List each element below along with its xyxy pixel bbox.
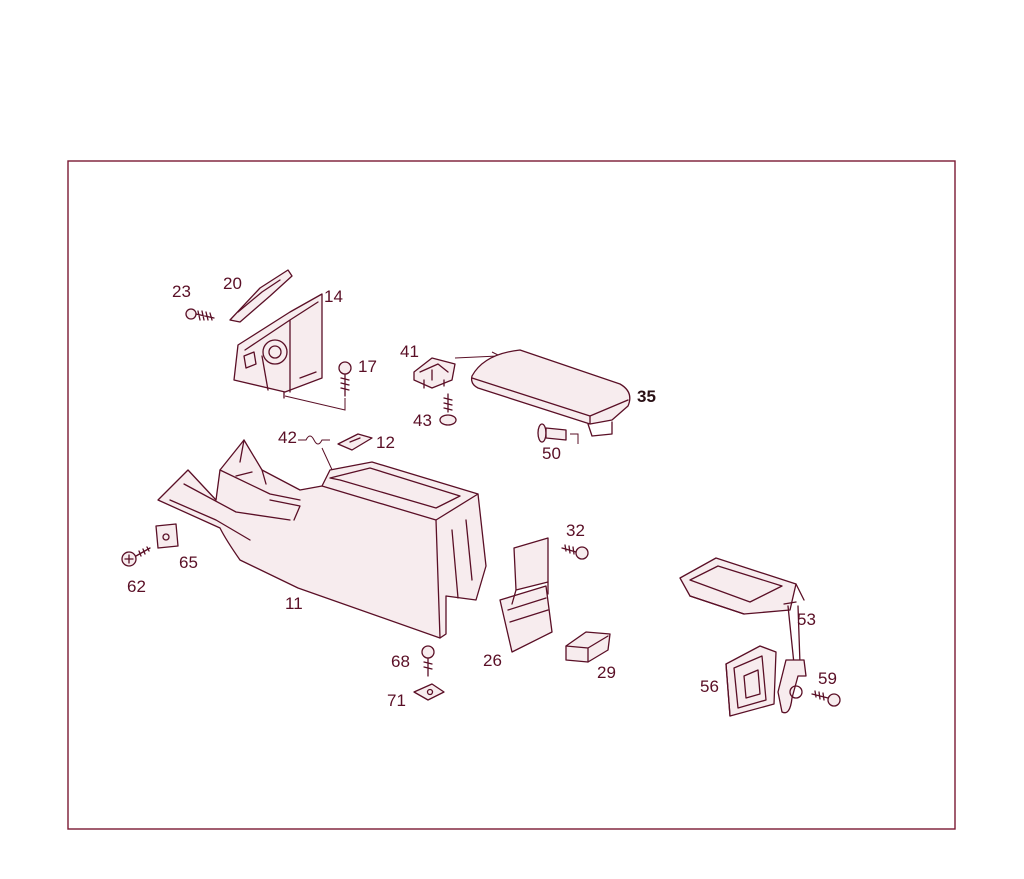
label-71: 71: [387, 691, 406, 710]
armrest-lid-35: [470, 349, 631, 437]
label-65: 65: [179, 553, 198, 572]
label-50: 50: [542, 444, 561, 463]
leader-42: [298, 435, 335, 475]
hook: [777, 659, 807, 714]
label-17: 17: [358, 357, 377, 376]
screw-59: [811, 690, 841, 707]
label-14: 14: [324, 287, 343, 306]
screw-32: [561, 544, 589, 560]
label-35: 35: [637, 387, 656, 406]
clip-nut-71: [413, 683, 445, 701]
label-26: 26: [483, 651, 502, 670]
label-43: 43: [413, 411, 432, 430]
label-23: 23: [172, 282, 191, 301]
label-42: 42: [278, 428, 297, 447]
bolt-50: [537, 423, 579, 444]
label-20: 20: [223, 274, 242, 293]
tray-53: [679, 557, 805, 665]
label-56: 56: [700, 677, 719, 696]
screw-23: [185, 308, 215, 321]
label-32: 32: [566, 521, 585, 540]
box-29: [565, 631, 611, 663]
cup-holder-26: [499, 537, 553, 653]
diagram-frame: [67, 160, 956, 830]
screw-62: [121, 546, 151, 567]
screw-17: [284, 361, 352, 411]
screw-68: [421, 645, 435, 677]
label-53: 53: [797, 610, 816, 629]
latch-frame-56: [725, 645, 777, 717]
label-59: 59: [818, 669, 837, 688]
pad-12: [337, 433, 373, 451]
label-68: 68: [391, 652, 410, 671]
label-12: 12: [376, 433, 395, 452]
label-29: 29: [597, 663, 616, 682]
label-11: 11: [285, 594, 303, 613]
screw-43: [439, 393, 457, 426]
console-11: [157, 439, 487, 639]
pad-20: [229, 269, 293, 323]
label-41: 41: [400, 342, 419, 361]
label-62: 62: [127, 577, 146, 596]
housing-14: [233, 293, 323, 399]
clip-65: [155, 523, 179, 549]
